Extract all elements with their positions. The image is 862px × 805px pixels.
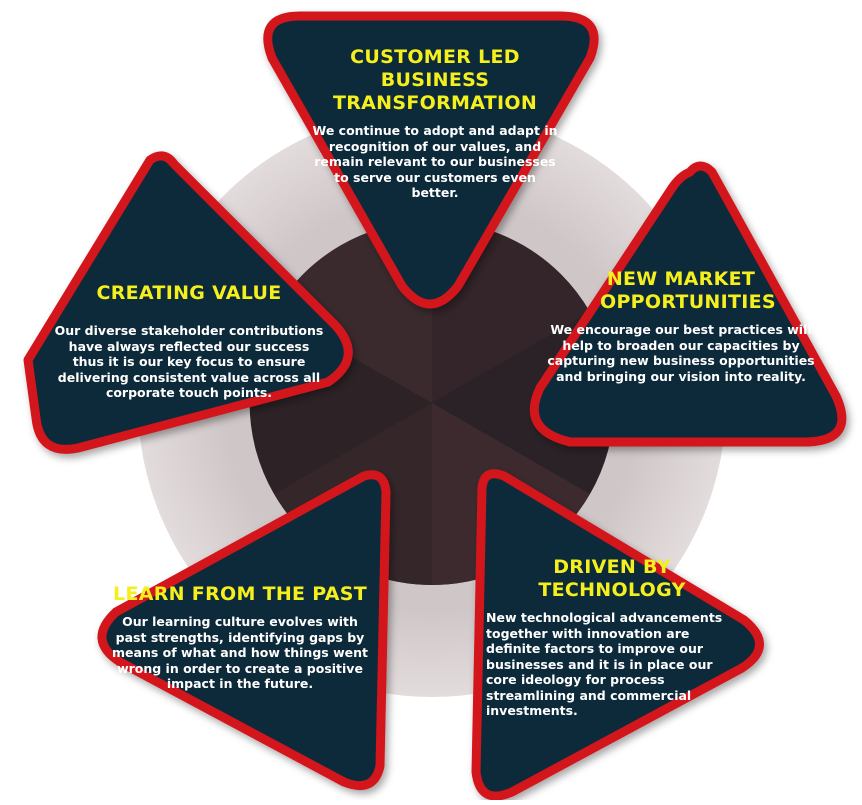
petal-past-title: LEARN FROM THE PAST <box>113 583 367 605</box>
petal-technology-body: New technological advancements together … <box>486 610 723 718</box>
petal-customer-body: We continue to adopt and adapt in recogn… <box>312 123 558 200</box>
petal-value-body: Our diverse stakeholder contributions ha… <box>54 323 324 400</box>
petal-technology-title: DRIVEN BY TECHNOLOGY <box>538 556 686 601</box>
petal-past: LEARN FROM THE PAST Our learning culture… <box>110 583 370 692</box>
petal-value: CREATING VALUE Our diverse stakeholder c… <box>46 282 332 401</box>
petal-market-body: We encourage our best practices will hel… <box>547 322 815 384</box>
petal-value-title: CREATING VALUE <box>96 282 282 304</box>
petal-market: NEW MARKET OPPORTUNITIES We encourage ou… <box>540 268 822 384</box>
petal-customer: CUSTOMER LED BUSINESS TRANSFORMATION We … <box>300 46 570 201</box>
petal-technology-shape <box>471 469 764 801</box>
petal-customer-title: CUSTOMER LED BUSINESS TRANSFORMATION <box>332 46 538 114</box>
petal-customer-shape <box>263 11 599 309</box>
petal-market-shape <box>529 161 847 447</box>
petal-market-title: NEW MARKET OPPORTUNITIES <box>600 268 776 313</box>
petal-past-shape <box>97 470 391 790</box>
petal-value-shape <box>23 151 353 454</box>
petal-past-body: Our learning culture evolves with past s… <box>112 614 368 691</box>
petal-technology: DRIVEN BY TECHNOLOGY New technological a… <box>486 556 738 719</box>
